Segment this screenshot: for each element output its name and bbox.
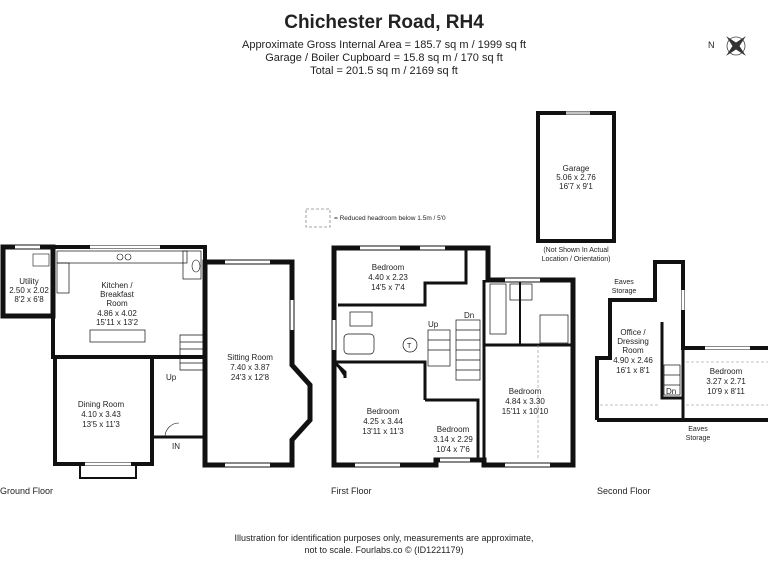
storage-top-label: Storage <box>612 288 637 295</box>
total-area-text: Total = 201.5 sq m / 2169 sq ft <box>310 65 458 77</box>
garage-note-2: Location / Orientation) <box>542 256 611 263</box>
legend-swatch <box>305 208 331 228</box>
first-bedroom-small-metric: 3.14 x 2.29 <box>433 435 473 444</box>
first-stairs-down-label: Dn <box>464 311 474 320</box>
first-floor-plan <box>331 245 576 468</box>
first-bedroom-top-metric: 4.40 x 2.23 <box>368 273 408 282</box>
second-bedroom-metric: 3.27 x 2.71 <box>706 377 746 386</box>
office-name-3: Room <box>622 346 644 355</box>
first-bedroom-right-imperial: 15'11 x 10'10 <box>502 407 549 416</box>
first-bedroom-left-name: Bedroom <box>367 407 400 416</box>
dining-room-name: Dining Room <box>78 400 125 409</box>
entrance-label: IN <box>172 442 180 451</box>
gross-area-text: Approximate Gross Internal Area = 185.7 … <box>241 39 526 51</box>
dining-room-metric: 4.10 x 3.43 <box>81 410 121 419</box>
dining-room-imperial: 13'5 x 11'3 <box>82 420 120 429</box>
garage-plan: Garage 5.06 x 2.76 16'7 x 9'1 (Not Shown… <box>536 111 616 263</box>
first-bedroom-small-imperial: 10'4 x 7'6 <box>436 445 470 454</box>
utility-metric: 2.50 x 2.02 <box>9 286 49 295</box>
second-bedroom-name: Bedroom <box>710 367 743 376</box>
eaves-top-label: Eaves <box>614 279 634 286</box>
ground-floor-label: Ground Floor <box>0 486 53 496</box>
legend: = Reduced headroom below 1.5m / 5'0 <box>305 208 446 228</box>
first-floor-label: First Floor <box>331 486 372 496</box>
garage-name: Garage <box>563 164 590 173</box>
kitchen-name-3: Room <box>106 299 128 308</box>
first-bedroom-top-imperial: 14'5 x 7'4 <box>371 283 405 292</box>
eaves-bottom-label: Eaves <box>688 426 708 433</box>
compass-icon: N <box>708 36 746 56</box>
sitting-room-name: Sitting Room <box>227 353 273 362</box>
kitchen-metric: 4.86 x 4.02 <box>97 309 137 318</box>
sitting-room-imperial: 24'3 x 12'8 <box>231 373 270 382</box>
office-metric: 4.90 x 2.46 <box>613 356 653 365</box>
utility-imperial: 8'2 x 6'8 <box>14 295 44 304</box>
legend-text: = Reduced headroom below 1.5m / 5'0 <box>334 215 446 222</box>
garage-area-text: Garage / Boiler Cupboard = 15.8 sq m / 1… <box>265 52 503 64</box>
storage-bottom-label: Storage <box>686 435 711 442</box>
utility-name: Utility <box>19 277 39 286</box>
kitchen-imperial: 15'11 x 13'2 <box>96 318 139 327</box>
kitchen-name-2: Breakfast <box>100 290 135 299</box>
ground-stairs-up-label: Up <box>166 373 177 382</box>
office-imperial: 16'1 x 8'1 <box>616 366 650 375</box>
first-bedroom-right-name: Bedroom <box>509 387 542 396</box>
first-cupboard-label: T <box>407 343 412 350</box>
second-floor-plan <box>595 260 768 422</box>
first-bedroom-left-imperial: 13'11 x 11'3 <box>362 427 404 436</box>
garage-metric: 5.06 x 2.76 <box>556 173 596 182</box>
office-name-2: Dressing <box>617 337 649 346</box>
second-bedroom-imperial: 10'9 x 8'11 <box>707 387 745 396</box>
garage-note-1: (Not Shown In Actual <box>543 247 609 254</box>
kitchen-name-1: Kitchen / <box>101 281 133 290</box>
office-name-1: Office / <box>620 328 646 337</box>
first-bedroom-top-name: Bedroom <box>372 263 405 272</box>
disclaimer-line-1: Illustration for identification purposes… <box>234 533 534 543</box>
second-floor-label: Second Floor <box>597 486 651 496</box>
first-bedroom-left-metric: 4.25 x 3.44 <box>363 417 403 426</box>
first-bedroom-small-name: Bedroom <box>437 425 470 434</box>
ground-floor-plan <box>0 244 313 479</box>
plan-title: Chichester Road, RH4 <box>284 12 484 33</box>
sitting-room-metric: 7.40 x 3.87 <box>230 363 270 372</box>
first-bedroom-right-metric: 4.84 x 3.30 <box>505 397 545 406</box>
first-stairs-up-label: Up <box>428 320 439 329</box>
disclaimer-line-2: not to scale. Fourlabs.co © (ID1221179) <box>304 545 464 555</box>
compass-north-label: N <box>708 40 715 50</box>
second-stairs-down-label: Dn <box>666 387 676 396</box>
garage-imperial: 16'7 x 9'1 <box>559 182 593 191</box>
